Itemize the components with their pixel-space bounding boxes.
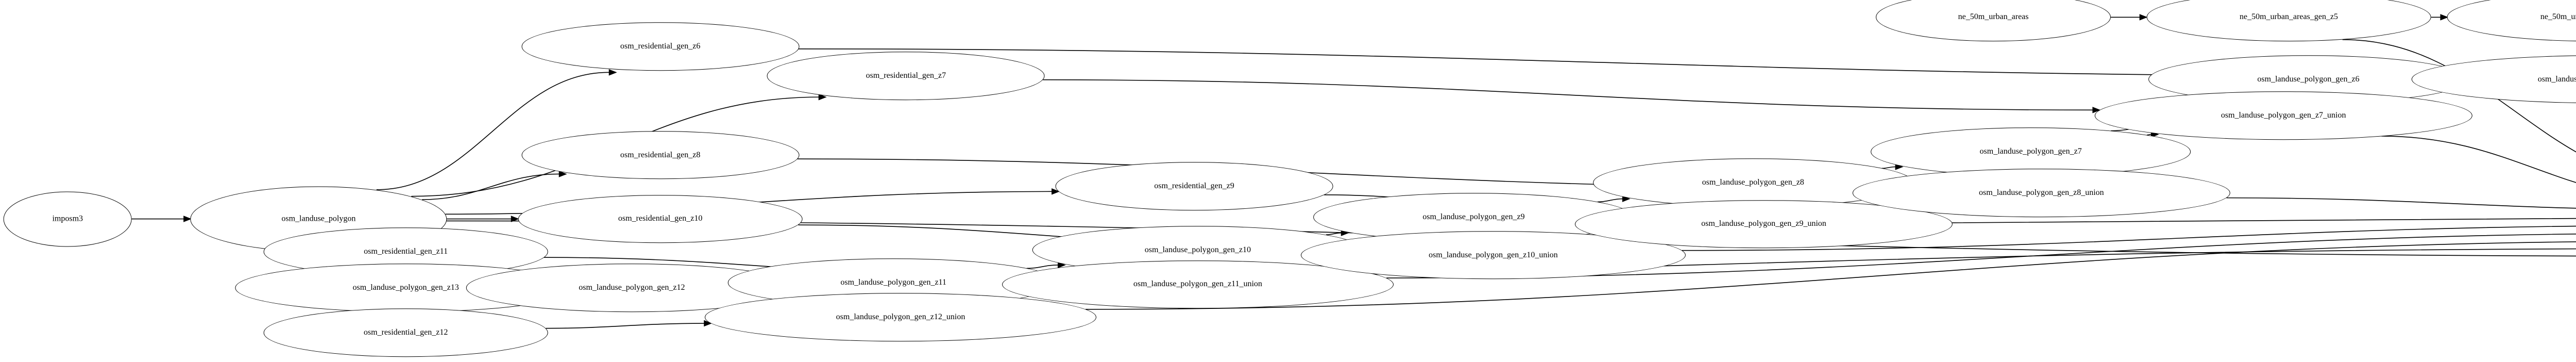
graph-node-osm-landuse-polygon-gen-z7-union[interactable]: osm_landuse_polygon_gen_z7_union xyxy=(2094,91,2472,140)
graph-edge-arrowhead xyxy=(183,216,192,222)
graph-node-label: osm_landuse_polygon_gen_z12_union xyxy=(836,312,965,322)
graph-node-osm-landuse-polygon-gen-z7[interactable]: osm_landuse_polygon_gen_z7 xyxy=(1870,127,2191,176)
graph-node-label: osm_landuse_polygon_gen_z8 xyxy=(1702,178,1804,187)
graph-node-label: osm_landuse_polygon_gen_z7_union xyxy=(2221,110,2346,120)
graph-node-label: osm_landuse_polygon_gen_z7 xyxy=(1979,147,2082,156)
graph-node-label: ne_50m_urban_areas xyxy=(1958,12,2029,22)
graph-edge-arrowhead xyxy=(608,69,617,76)
graph-node-label: osm_residential_gen_z9 xyxy=(1154,182,1234,191)
graph-node-label: ne_50m_urban_areas_gen_z4 xyxy=(2540,12,2576,22)
graph-node-label: osm_landuse_polygon_gen_z6 xyxy=(2257,74,2360,84)
graph-node-label: osm_landuse_polygon_gen_z13 xyxy=(352,283,459,292)
graph-node-label: osm_landuse_polygon_gen_z10 xyxy=(1144,245,1251,254)
graph-edge xyxy=(1597,198,1623,203)
graph-node-ne-50m-urban-areas-gen-z5[interactable]: ne_50m_urban_areas_gen_z5 xyxy=(2146,0,2431,42)
graph-node-osm-landuse-polygon-gen-z12-union[interactable]: osm_landuse_polygon_gen_z12_union xyxy=(705,293,1096,341)
graph-edge xyxy=(1882,166,1896,169)
graph-node-label: osm_landuse_polygon_gen_z10_union xyxy=(1429,250,1558,259)
graph-node-label: osm_landuse_polygon_gen_z9_union xyxy=(1701,219,1826,228)
graph-edge xyxy=(1043,79,2093,111)
graph-node-label: osm_landuse_polygon xyxy=(281,214,356,223)
graph-edge-arrowhead xyxy=(2139,14,2148,21)
graph-node-label: osm_residential_gen_z11 xyxy=(364,247,448,256)
graph-node-osm-landuse-polygon-gen-z11-union[interactable]: osm_landuse_polygon_gen_z11_union xyxy=(1002,260,1394,309)
graph-node-osm-residential-gen-z7[interactable]: osm_residential_gen_z7 xyxy=(767,52,1045,100)
graph-node-label: osm_residential_gen_z7 xyxy=(866,71,946,80)
graph-node-ne-50m-urban-areas-gen-z4[interactable]: ne_50m_urban_areas_gen_z4 xyxy=(2447,0,2576,42)
graph-edge-arrowhead xyxy=(511,216,519,222)
graph-node-label: osm_landuse_polygon_gen_z12 xyxy=(579,283,685,292)
graph-node-label: osm_landuse_polygon_gen_z9 xyxy=(1422,212,1525,222)
graph-node-label: osm_landuse_polygon_gen_z8_union xyxy=(1979,188,2104,198)
graph-node-osm-residential-gen-z8[interactable]: osm_residential_gen_z8 xyxy=(521,131,800,179)
graph-node-osm-landuse-polygon-gen-z8-union[interactable]: osm_landuse_polygon_gen_z8_union xyxy=(1853,169,2230,218)
graph-node-label: imposm3 xyxy=(52,214,83,223)
graph-node-imposm3[interactable]: imposm3 xyxy=(3,191,132,247)
graph-node-label: osm_landuse_polygon_gen_z6_union xyxy=(2537,74,2576,84)
graph-node-osm-landuse-polygon-gen-z6-union[interactable]: osm_landuse_polygon_gen_z6_union xyxy=(2411,55,2576,104)
graph-node-label: ne_50m_urban_areas_gen_z5 xyxy=(2240,12,2338,22)
graph-node-ne-50m-urban-areas[interactable]: ne_50m_urban_areas xyxy=(1876,0,2111,42)
graph-node-label: osm_residential_gen_z8 xyxy=(620,150,701,159)
graph-edge xyxy=(422,173,560,200)
graph-edge-arrowhead xyxy=(2440,14,2449,21)
graph-node-label: osm_residential_gen_z6 xyxy=(620,42,701,51)
graph-node-label: osm_landuse_polygon_gen_z11 xyxy=(840,278,946,287)
graph-edge xyxy=(2226,197,2576,209)
graph-edge xyxy=(2381,136,2576,183)
graph-edge xyxy=(1952,217,2576,223)
graph-node-label: osm_residential_gen_z10 xyxy=(618,214,703,223)
graph-node-osm-residential-gen-z9[interactable]: osm_residential_gen_z9 xyxy=(1055,162,1333,210)
graph-node-osm-residential-gen-z12[interactable]: osm_residential_gen_z12 xyxy=(263,308,548,357)
graph-node-label: osm_residential_gen_z12 xyxy=(363,328,448,337)
graph-edge xyxy=(546,323,704,329)
graph-edge xyxy=(1326,232,1342,235)
graph-node-osm-residential-gen-z6[interactable]: osm_residential_gen_z6 xyxy=(521,22,800,71)
graph-node-osm-residential-gen-z10[interactable]: osm_residential_gen_z10 xyxy=(518,194,803,243)
graph-node-label: osm_landuse_polygon_gen_z11_union xyxy=(1133,279,1262,289)
